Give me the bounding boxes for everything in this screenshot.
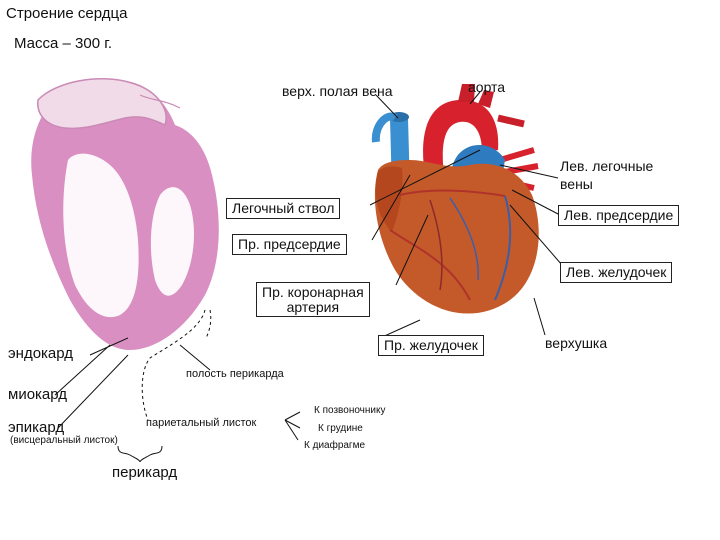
- label-myocardium: миокард: [8, 386, 68, 403]
- label-right-ventricle: Пр. желудочек: [378, 335, 484, 356]
- label-left-pulmonary-veins-line1: Лев. легочные: [560, 158, 654, 174]
- label-pericardium: перикард: [112, 464, 178, 481]
- label-right-coronary-artery-line1: Пр. коронарная: [262, 284, 364, 300]
- label-right-atrium: Пр. предсердие: [232, 234, 347, 255]
- page-title: Строение сердца: [6, 5, 128, 22]
- label-to-spine: К позвоночнику: [314, 405, 386, 416]
- label-aorta: аорта: [468, 79, 506, 95]
- label-pericardial-cavity: полость перикарда: [186, 368, 284, 380]
- label-visceral-layer: (висцеральный листок): [10, 435, 118, 446]
- label-left-pulmonary-veins: Лев. легочные вены: [560, 158, 653, 193]
- label-to-diaphragm: К диафрагме: [304, 440, 366, 451]
- label-left-pulmonary-veins-line2: вены: [560, 175, 593, 192]
- heart-mass: Масса – 300 г.: [14, 35, 113, 52]
- label-left-atrium: Лев. предсердие: [558, 205, 680, 226]
- label-left-ventricle: Лев. желудочек: [560, 262, 673, 283]
- label-pulmonary-trunk: Легочный ствол: [226, 198, 341, 219]
- label-superior-vena-cava: верх. полая вена: [282, 83, 393, 99]
- heart-illustration: [371, 84, 539, 314]
- label-right-coronary-artery: Пр. коронарная артерия: [256, 282, 370, 318]
- label-parietal-layer: париетальный листок: [146, 417, 257, 429]
- histology-section: [31, 78, 219, 350]
- leader-lines: [54, 91, 563, 463]
- label-to-sternum: К грудине: [318, 423, 363, 434]
- label-epicardium: эпикард: [8, 419, 65, 436]
- label-endocardium: эндокард: [8, 345, 74, 362]
- label-right-coronary-artery-line2: артерия: [286, 298, 340, 315]
- label-apex: верхушка: [545, 335, 608, 351]
